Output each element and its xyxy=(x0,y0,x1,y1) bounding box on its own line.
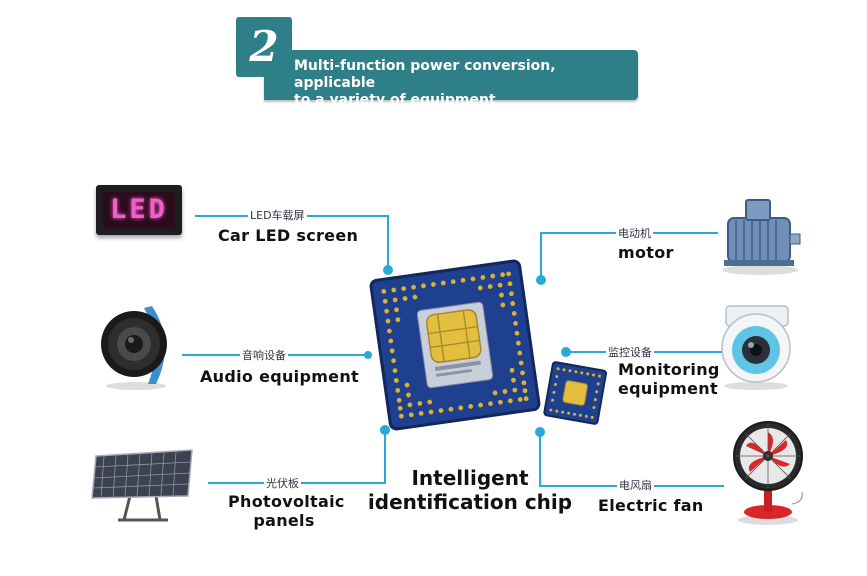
connector-fan xyxy=(539,432,724,487)
header-title-line1: Multi-function power conversion, applica… xyxy=(294,58,556,91)
audio-label-en: Audio equipment xyxy=(200,367,359,386)
connector-dot-pv xyxy=(380,425,390,435)
connector-dot-monitor xyxy=(561,347,571,357)
led-screen-image: LED xyxy=(96,185,182,235)
header-title-line2: to a variety of equipment xyxy=(294,92,496,108)
header-banner xyxy=(264,50,638,100)
step-number-badge: 2 xyxy=(236,17,292,77)
motor-label-cn: 电动机 xyxy=(616,227,653,240)
speaker-icon xyxy=(101,306,167,390)
connector-motor xyxy=(540,232,718,278)
connector-dot-fan xyxy=(535,427,545,437)
audio-label-cn: 音响设备 xyxy=(240,349,288,362)
led-label-en: Car LED screen xyxy=(218,226,359,245)
pv-label-cn: 光伏板 xyxy=(264,477,301,490)
led-label-cn: LED车载屏 xyxy=(248,209,307,222)
fan-icon xyxy=(733,421,803,525)
pv-label-en-line1: Photovoltaic xyxy=(228,492,345,511)
connector-dot-led xyxy=(383,265,393,275)
motor-label-en: motor xyxy=(618,243,674,262)
center-label: Intelligent identification chip xyxy=(350,466,590,514)
connector-dot-audio xyxy=(364,351,372,359)
motor-icon xyxy=(722,199,801,275)
pv-label-en: Photovoltaic panels xyxy=(228,492,345,530)
center-label-line1: Intelligent xyxy=(411,466,529,490)
monitor-label-en-line1: Monitoring xyxy=(618,360,720,379)
solar-panel-icon xyxy=(91,449,193,522)
monitor-label-cn: 监控设备 xyxy=(606,346,654,359)
monitor-label-en: Monitoring equipment xyxy=(618,360,720,398)
pv-label-en-line2: panels xyxy=(253,511,315,530)
led-sign-text: LED xyxy=(103,192,175,228)
fan-label-en: Electric fan xyxy=(598,496,704,515)
header-title: Multi-function power conversion, applica… xyxy=(294,58,634,109)
connector-dot-motor xyxy=(536,275,546,285)
camera-icon xyxy=(721,305,791,390)
monitor-label-en-line2: equipment xyxy=(618,379,718,398)
center-label-line2: identification chip xyxy=(367,490,573,514)
fan-label-cn: 电风扇 xyxy=(617,479,654,492)
main-chip-icon xyxy=(369,259,541,431)
small-chip-icon xyxy=(543,361,607,425)
